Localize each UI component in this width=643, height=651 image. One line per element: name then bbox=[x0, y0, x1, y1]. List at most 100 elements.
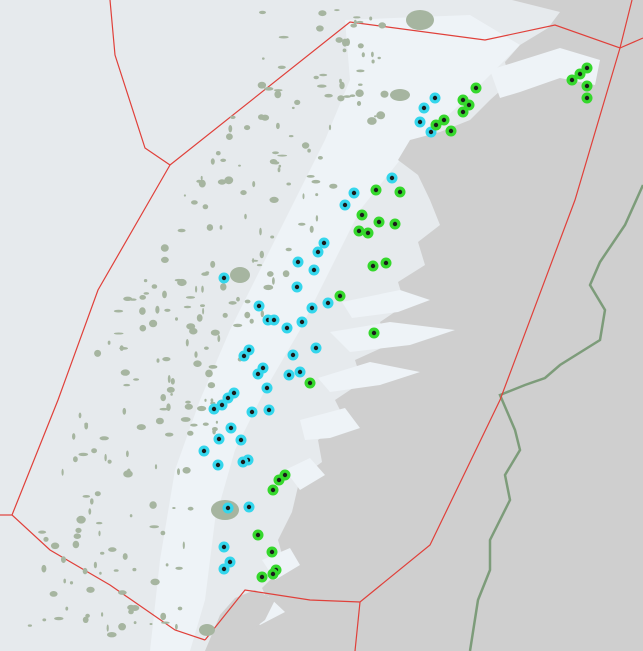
site-marker-cyan[interactable] bbox=[414, 116, 426, 128]
sites-layer[interactable] bbox=[198, 62, 593, 583]
site-marker-cyan[interactable] bbox=[198, 445, 210, 457]
site-marker-cyan-dot bbox=[215, 462, 221, 468]
site-marker-cyan[interactable] bbox=[218, 563, 230, 575]
island bbox=[212, 427, 218, 432]
site-marker-cyan[interactable] bbox=[237, 456, 249, 468]
island bbox=[123, 383, 131, 387]
site-marker-cyan[interactable] bbox=[296, 316, 308, 328]
site-marker-green[interactable] bbox=[267, 484, 279, 496]
site-marker-cyan[interactable] bbox=[218, 541, 230, 553]
site-marker-green[interactable] bbox=[438, 114, 450, 126]
island bbox=[263, 284, 274, 291]
site-marker-cyan[interactable] bbox=[263, 404, 275, 416]
site-marker-cyan[interactable] bbox=[339, 199, 351, 211]
site-marker-green[interactable] bbox=[252, 529, 264, 541]
site-marker-cyan[interactable] bbox=[212, 459, 224, 471]
site-marker-green[interactable] bbox=[389, 218, 401, 230]
site-marker-cyan-dot bbox=[227, 559, 233, 565]
island bbox=[329, 183, 338, 189]
site-marker-cyan[interactable] bbox=[257, 362, 269, 374]
site-marker-cyan[interactable] bbox=[308, 264, 320, 276]
island bbox=[377, 56, 381, 60]
site-marker-green[interactable] bbox=[394, 186, 406, 198]
site-marker-cyan[interactable] bbox=[243, 501, 255, 513]
site-marker-green[interactable] bbox=[430, 119, 442, 131]
site-marker-green[interactable] bbox=[380, 257, 392, 269]
site-marker-cyan-dot bbox=[389, 175, 395, 181]
site-marker-green[interactable] bbox=[304, 377, 316, 389]
island bbox=[159, 407, 169, 411]
site-marker-cyan[interactable] bbox=[418, 102, 430, 114]
site-marker-cyan-dot bbox=[221, 544, 227, 550]
island bbox=[205, 369, 213, 378]
site-marker-cyan[interactable] bbox=[306, 302, 318, 314]
site-marker-cyan[interactable] bbox=[208, 403, 220, 415]
site-marker-cyan-dot bbox=[225, 505, 231, 511]
site-marker-cyan[interactable] bbox=[429, 92, 441, 104]
site-marker-green-dot bbox=[397, 189, 403, 195]
site-marker-green[interactable] bbox=[353, 225, 365, 237]
site-marker-green[interactable] bbox=[367, 260, 379, 272]
site-marker-green[interactable] bbox=[256, 571, 268, 583]
site-marker-green[interactable] bbox=[370, 184, 382, 196]
site-marker-cyan[interactable] bbox=[281, 322, 293, 334]
site-marker-cyan[interactable] bbox=[253, 300, 265, 312]
island bbox=[208, 365, 218, 369]
site-marker-cyan[interactable] bbox=[310, 342, 322, 354]
site-marker-green[interactable] bbox=[581, 80, 593, 92]
site-marker-cyan[interactable] bbox=[261, 382, 273, 394]
island bbox=[162, 357, 171, 362]
site-marker-cyan[interactable] bbox=[294, 366, 306, 378]
site-marker-cyan[interactable] bbox=[235, 434, 247, 446]
site-marker-green-dot bbox=[448, 128, 454, 134]
island bbox=[277, 167, 281, 173]
island bbox=[113, 569, 119, 572]
site-marker-cyan[interactable] bbox=[238, 350, 250, 362]
island bbox=[238, 164, 241, 167]
site-marker-cyan[interactable] bbox=[312, 246, 324, 258]
site-marker-cyan[interactable] bbox=[222, 502, 234, 514]
island bbox=[262, 57, 265, 60]
site-marker-green[interactable] bbox=[470, 82, 482, 94]
site-marker-cyan[interactable] bbox=[283, 369, 295, 381]
site-marker-green[interactable] bbox=[266, 546, 278, 558]
site-marker-green[interactable] bbox=[267, 568, 279, 580]
site-marker-green[interactable] bbox=[581, 92, 593, 104]
site-marker-cyan[interactable] bbox=[291, 281, 303, 293]
site-marker-green[interactable] bbox=[373, 216, 385, 228]
island bbox=[355, 89, 364, 97]
site-marker-green[interactable] bbox=[334, 290, 346, 302]
site-marker-green[interactable] bbox=[273, 474, 285, 486]
shallow-water-zone bbox=[150, 15, 520, 651]
island bbox=[357, 43, 364, 49]
site-marker-cyan-dot bbox=[228, 425, 234, 431]
site-marker-cyan[interactable] bbox=[322, 297, 334, 309]
site-marker-cyan[interactable] bbox=[268, 314, 280, 326]
site-marker-cyan[interactable] bbox=[246, 406, 258, 418]
site-marker-cyan[interactable] bbox=[318, 237, 330, 249]
island bbox=[180, 417, 191, 422]
site-marker-green[interactable] bbox=[368, 327, 380, 339]
site-marker-cyan[interactable] bbox=[348, 187, 360, 199]
island bbox=[244, 125, 251, 131]
site-marker-cyan[interactable] bbox=[287, 349, 299, 361]
site-marker-cyan[interactable] bbox=[225, 422, 237, 434]
site-marker-cyan[interactable] bbox=[218, 272, 230, 284]
site-marker-cyan-dot bbox=[246, 347, 252, 353]
island bbox=[165, 432, 174, 437]
site-marker-cyan-dot bbox=[313, 345, 319, 351]
site-marker-green[interactable] bbox=[356, 209, 368, 221]
site-marker-cyan[interactable] bbox=[386, 172, 398, 184]
island bbox=[72, 540, 80, 549]
site-marker-green[interactable] bbox=[566, 74, 578, 86]
island bbox=[282, 270, 290, 278]
site-marker-green[interactable] bbox=[362, 227, 374, 239]
island bbox=[210, 398, 214, 403]
site-marker-cyan[interactable] bbox=[213, 433, 225, 445]
site-marker-green[interactable] bbox=[574, 68, 586, 80]
site-marker-green[interactable] bbox=[457, 106, 469, 118]
site-marker-cyan[interactable] bbox=[292, 256, 304, 268]
site-marker-green[interactable] bbox=[445, 125, 457, 137]
